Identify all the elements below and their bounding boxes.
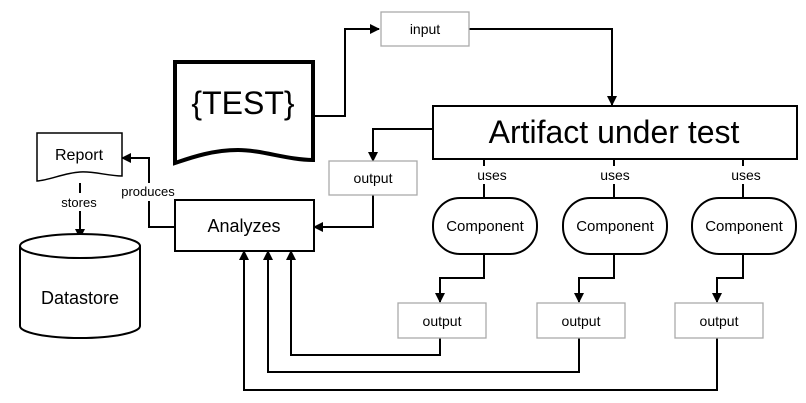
uses-label-1: uses [477,167,507,183]
datastore-cylinder: Datastore [19,233,141,339]
uses-label-2: uses [600,167,630,183]
datastore-label: Datastore [41,288,119,308]
output-main-label: output [354,170,393,186]
output-2-label: output [562,313,601,329]
edge-output-3-to-analyzes [239,250,718,391]
output-box-2: output [536,302,626,339]
test-document: {TEST} [173,60,315,166]
artifact-box: Artifact under test [432,105,798,160]
report-label: Report [55,147,104,164]
edge-output-to-analyzes [313,195,374,232]
report-document: Report [36,132,123,182]
nodes: input {TEST} Artifact under test output … [19,11,798,339]
output-box-3: output [674,302,764,339]
output-box-1: output [397,302,487,339]
edges [75,24,744,391]
artifact-label: Artifact under test [489,114,740,150]
component-3: Component [691,197,797,255]
component-2: Component [562,197,668,255]
input-label: input [410,21,440,37]
edge-test-to-input [313,24,380,117]
edge-component-1-to-output-1 [435,254,485,303]
edge-input-to-artifact [469,28,617,106]
output-1-label: output [423,313,462,329]
stores-label: stores [61,195,97,210]
component-1-label: Component [446,218,524,235]
analyzes-box: Analyzes [174,199,315,252]
component-2-label: Component [576,218,654,235]
output-3-label: output [700,313,739,329]
produces-label: produces [121,184,175,199]
edge-output-2-to-analyzes [263,250,580,373]
edge-component-3-to-output-3 [712,254,744,303]
analyzes-label: Analyzes [207,216,280,236]
uses-label-3: uses [731,167,761,183]
input-box: input [380,11,470,47]
output-box-main: output [328,160,418,196]
edge-component-2-to-output-2 [574,254,615,303]
edge-artifact-to-output [368,128,433,162]
component-1: Component [432,197,538,255]
edge-labels: uses uses uses produces stores [55,166,766,211]
edge-output-1-to-analyzes [286,250,441,356]
test-label: {TEST} [191,85,294,121]
component-3-label: Component [705,218,783,235]
